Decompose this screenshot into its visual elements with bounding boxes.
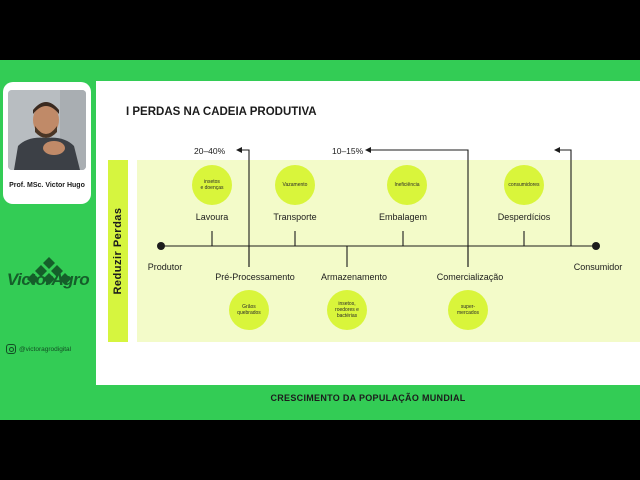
presenter-webcam: Prof. MSc. Victor Hugo [3,82,91,204]
stage-transporte: Transporte [273,212,317,222]
arrow-consumer [560,149,572,246]
cause-circle-consumidores: consumidores [504,165,544,205]
stage-lavoura: Lavoura [195,212,229,222]
loss-percent-2: 10–15% [332,146,364,156]
instagram-icon [6,344,16,354]
stage-pre-processamento: Pré-Processamento [215,272,295,282]
end-node [592,242,600,250]
cause-circle-insetos-doencas: insetos e doenças [192,165,232,205]
arrow-20-40 [242,149,250,267]
victoragro-logo-icon [27,257,71,285]
flow-diagram [157,147,600,267]
stage-armazenamento: Armazenamento [320,272,388,282]
instagram-text: @victoragrodigital [19,345,72,353]
side-bar: Reduzir Perdas [108,160,128,342]
instagram-handle[interactable]: @victoragrodigital [6,342,71,356]
start-node [157,242,165,250]
endpoint-consumidor: Consumidor [573,262,623,272]
presenter-name: Prof. MSc. Victor Hugo [9,182,85,189]
slide: I PERDAS NA CADEIA PRODUTIVA Reduzir Per… [96,81,640,385]
cause-circle-vazamento: Vazamento [275,165,315,205]
cause-circle-graos-quebrados: Grãos quebrados [229,290,269,330]
logo-text: VictorAgro [6,270,90,289]
stage-comercializacao: Comercialização [436,272,504,282]
cause-circle-insetos-roedores: insetos, roedores e bactérias [327,290,367,330]
slide-caption: CRESCIMENTO DA POPULAÇÃO MUNDIAL [270,393,466,403]
cause-circle-supermercados: super- mercados [448,290,488,330]
slide-title: I PERDAS NA CADEIA PRODUTIVA [126,106,317,118]
cause-circle-ineficiencia: Ineficiência [387,165,427,205]
endpoint-produtor: Produtor [147,262,183,272]
presenter-photo [8,90,86,170]
loss-percent-1: 20–40% [194,146,226,156]
stage-desperdicios: Desperdícios [497,212,551,222]
stage-embalagem: Embalagem [378,212,428,222]
arrow-10-15 [371,149,469,267]
